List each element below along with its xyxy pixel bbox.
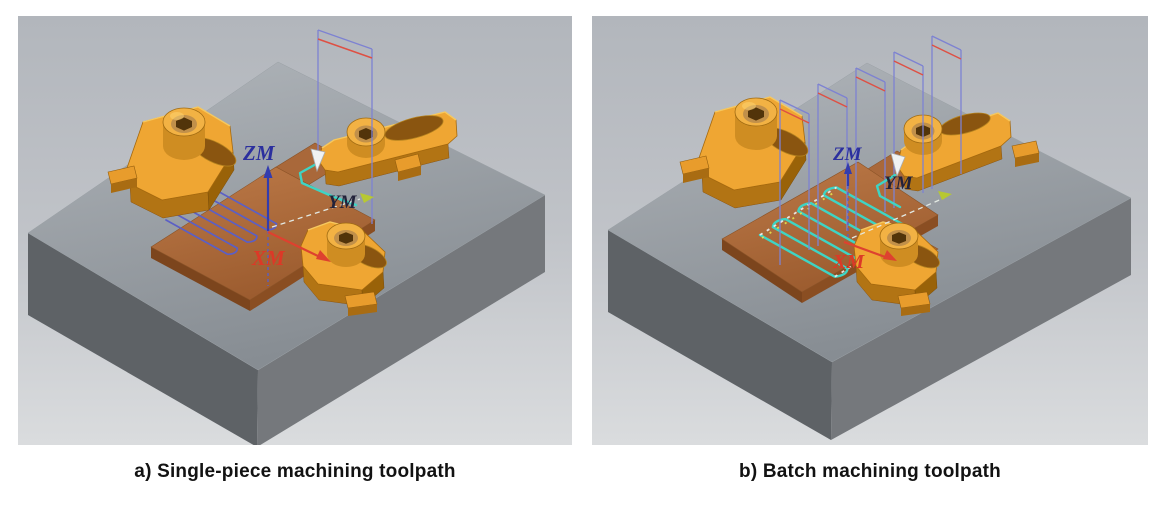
rapid-traverse-line xyxy=(817,92,848,108)
y-axis-arrow-icon xyxy=(938,191,952,200)
plate-top-face xyxy=(150,166,376,301)
panel-caption-a: a) Single-piece machining toolpath xyxy=(134,461,456,482)
rapid-traverse-line xyxy=(893,60,924,76)
y-axis-arrow-icon xyxy=(360,193,374,203)
axis-label-zm: ZM xyxy=(242,141,276,165)
plate-top-face xyxy=(721,161,939,293)
x-axis-arrow-icon xyxy=(316,250,331,262)
x-axis-line xyxy=(843,240,889,260)
x-axis-line xyxy=(267,231,321,258)
clamp-top-left xyxy=(679,96,809,209)
axis-label-ym: YM xyxy=(328,192,358,213)
clamp-bottom-right xyxy=(300,221,387,316)
rapid-traverse-line xyxy=(317,38,373,59)
axis-label-ym: YM xyxy=(884,173,914,194)
toolpath-engage-cyan xyxy=(875,173,902,209)
rapid-traverse-line xyxy=(779,108,810,124)
y-axis-line xyxy=(851,197,945,239)
cad-viewport-single-piece: ZM YM XM xyxy=(18,16,572,445)
block-right-face xyxy=(257,195,545,445)
hex-socket xyxy=(176,117,192,131)
toolpath-engage-cyan xyxy=(298,161,358,207)
cad-viewport-batch: ZM YM XM xyxy=(592,16,1148,445)
x-axis-arrow-icon xyxy=(883,250,897,261)
retract-lines xyxy=(317,29,373,224)
panel-caption-b: b) Batch machining toolpath xyxy=(739,461,1001,482)
axis-triad xyxy=(843,162,952,261)
tool-position-marker-icon xyxy=(310,148,326,173)
clamp-top-right xyxy=(317,111,458,187)
hex-socket xyxy=(359,128,373,140)
axis-triad xyxy=(263,165,374,286)
rapid-traverse-line xyxy=(931,44,962,60)
block-left-face xyxy=(608,230,832,440)
axis-label-zm: ZM xyxy=(832,144,863,165)
axis-label-xm: XM xyxy=(251,246,286,270)
hex-socket xyxy=(748,107,764,121)
clamp-bottom-right xyxy=(853,221,940,316)
z-axis-arrow-icon xyxy=(844,162,852,174)
y-axis-line xyxy=(271,198,361,228)
block-left-face xyxy=(28,233,258,445)
tool-position-marker-icon xyxy=(890,152,906,178)
axis-label-xm: XM xyxy=(832,251,865,273)
clamp-top-left xyxy=(107,106,237,219)
toolpath-serpentine-batch xyxy=(758,186,913,278)
retract-lines xyxy=(779,35,962,265)
rapid-traverse-line xyxy=(855,76,886,92)
hex-socket xyxy=(339,232,353,244)
z-axis-arrow-icon xyxy=(263,165,273,178)
hex-socket xyxy=(892,232,906,244)
block-right-face xyxy=(831,198,1131,440)
clamp-slot xyxy=(384,115,444,141)
